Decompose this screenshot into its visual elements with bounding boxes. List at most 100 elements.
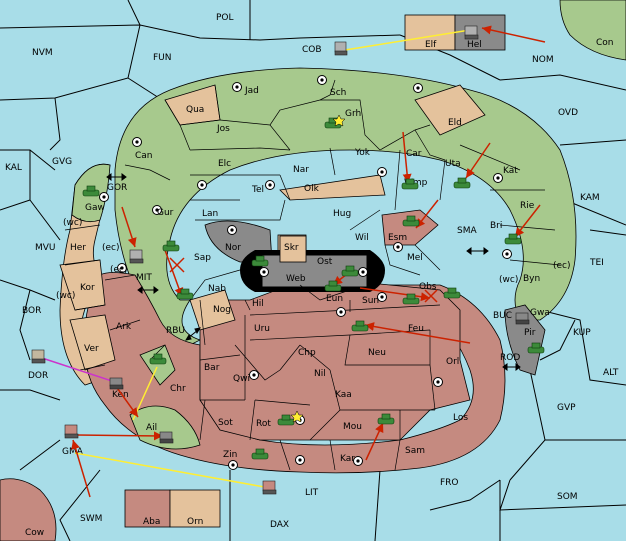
canal-markers [106, 173, 521, 371]
army-icon[interactable] [402, 215, 420, 227]
sea-nom: NOM [532, 55, 554, 65]
army-icon[interactable] [377, 413, 395, 425]
supply-centre [353, 456, 363, 466]
move-order [359, 287, 431, 302]
army-icon[interactable] [82, 185, 100, 197]
fleet-icon[interactable] [109, 377, 124, 390]
land-label-her: Her [70, 243, 86, 253]
supply-centre [413, 83, 423, 93]
land-label-kor: Kor [80, 283, 95, 293]
sea-rbu: RBU [166, 326, 185, 336]
sea-rod: ROD [500, 353, 520, 363]
army-icon[interactable] [453, 177, 471, 189]
land-label-sam: Sam [405, 446, 425, 456]
land-label-ail: Ail [146, 423, 157, 433]
army-icon[interactable] [504, 233, 522, 245]
coast-label: (ec) [102, 243, 120, 253]
army-icon[interactable] [162, 240, 180, 252]
supply-centre [265, 180, 275, 190]
canal-arrow-icon [502, 363, 521, 371]
land-label-hel: Hel [467, 40, 482, 50]
failed-order-icon [424, 289, 438, 303]
sea-gvp: GVP [557, 403, 576, 413]
supply-centre [228, 460, 238, 470]
supply-centre [393, 242, 403, 252]
move-order [465, 142, 491, 179]
land-north-ring [114, 67, 577, 346]
move-order [481, 25, 546, 43]
supply-centre [227, 225, 237, 235]
fleet-icon[interactable] [64, 424, 79, 439]
land-label-qwi: Qwi [233, 374, 250, 384]
land-label-grh: Grh [345, 109, 361, 119]
land-label-nil: Nil [314, 369, 326, 379]
fleet-icon[interactable] [129, 249, 144, 264]
support-order [74, 452, 271, 489]
sea-buc: BUC [493, 311, 512, 321]
canal-arrow-icon [184, 327, 202, 341]
land-label-rie: Rie [520, 201, 535, 211]
move-order [76, 431, 164, 441]
home-markers [290, 114, 346, 423]
canal-arrow-icon [106, 173, 127, 181]
land-label-orn: Orn [187, 517, 203, 527]
move-order [402, 131, 412, 184]
land-elf [404, 14, 456, 51]
sea-dor: DOR [28, 371, 48, 381]
move-order [121, 206, 137, 248]
land-aba [124, 489, 171, 528]
army-icon[interactable] [527, 342, 545, 354]
land-label-wil: Wil [355, 233, 369, 243]
supply-centre [152, 205, 162, 215]
supply-centre [249, 370, 259, 380]
star-icon [290, 410, 304, 423]
coast-label: (wc) [499, 275, 518, 285]
land-labels: Con Elf Hel Jad Sch Qua Jos Grh Eld Can … [25, 38, 614, 538]
army-icon[interactable] [402, 293, 420, 305]
army-icon[interactable] [324, 280, 342, 292]
land-label-mel: Mel [407, 253, 423, 263]
move-order [164, 249, 184, 298]
move-order [71, 439, 91, 498]
land-olk [279, 174, 386, 201]
army-icon[interactable] [351, 320, 369, 332]
sea-kup: KUP [573, 328, 591, 338]
fleets [31, 25, 530, 495]
army-icon[interactable] [176, 288, 194, 300]
fleet-icon[interactable] [262, 480, 277, 495]
sea-lit: LIT [305, 488, 319, 498]
army-icon[interactable] [401, 178, 419, 190]
army-icon[interactable] [251, 255, 269, 267]
sea-nvm: NVM [32, 48, 53, 58]
land-label-gwa: Gwa [530, 308, 550, 318]
land-label-aba: Aba [143, 517, 160, 527]
fleet-icon[interactable] [464, 25, 479, 40]
army-icon[interactable] [341, 265, 359, 277]
army-icon[interactable] [149, 353, 167, 365]
supply-centre [317, 75, 327, 85]
land-label-nab: Nab [208, 284, 226, 294]
canal-arrow-icon [466, 247, 489, 255]
fleet-icon[interactable] [515, 312, 530, 325]
move-orders [71, 25, 546, 498]
army-icon[interactable] [443, 287, 461, 299]
fleet-icon[interactable] [159, 431, 174, 444]
land-label-neu: Neu [368, 348, 386, 358]
sea-gor: GOR [107, 183, 127, 193]
army-icon[interactable] [277, 414, 295, 426]
land-label-ost: Ost [317, 257, 333, 267]
fleet-icon[interactable] [334, 41, 348, 56]
supply-centre [132, 137, 142, 147]
army-icon[interactable] [251, 448, 269, 460]
land-label-elf: Elf [425, 40, 437, 50]
move-order [415, 199, 439, 229]
land-label-cow: Cow [25, 528, 44, 538]
land-label-byn: Byn [523, 274, 540, 284]
land-label-bri: Bri [490, 221, 502, 231]
land-label-eld: Eld [448, 118, 462, 128]
land-label-chp: Chp [298, 348, 316, 358]
fleet-icon[interactable] [31, 349, 46, 364]
land-label-orl: Orl [446, 357, 459, 367]
sea-mit: MIT [136, 273, 152, 283]
